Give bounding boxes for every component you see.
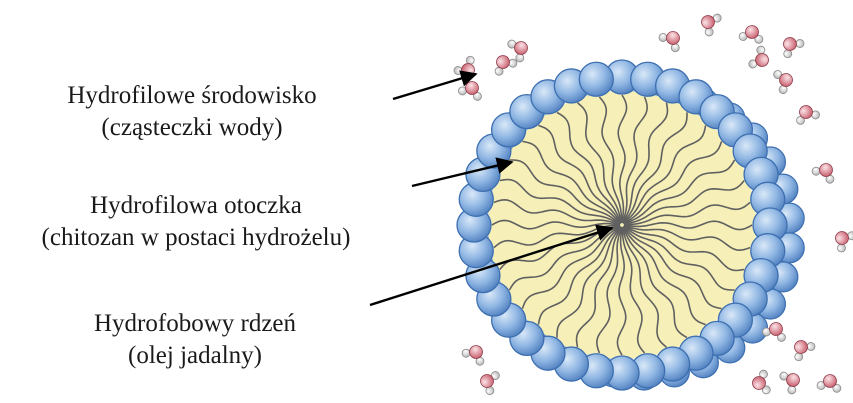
water-molecule: [457, 78, 485, 102]
water-molecule: [738, 24, 765, 44]
water-molecule: [461, 340, 490, 366]
hydrophilic-head: [579, 62, 613, 96]
micelle-core: [488, 91, 756, 359]
oxygen-atom: [781, 35, 799, 53]
water-molecule: [477, 368, 501, 396]
water-molecule: [778, 366, 804, 395]
water-molecule: [829, 225, 853, 254]
water-molecule: [793, 102, 821, 126]
water-molecule: [751, 369, 771, 396]
water-molecule: [657, 25, 686, 53]
water-molecule: [452, 55, 481, 83]
oxygen-atom: [792, 338, 810, 356]
water-molecule: [696, 8, 722, 37]
water-molecule: [788, 334, 817, 362]
arrow-environment: [393, 74, 476, 99]
oxygen-atom: [664, 29, 682, 47]
water-molecule: [777, 31, 806, 59]
water-molecule: [772, 67, 796, 95]
water-molecule: [506, 34, 532, 63]
water-molecule: [489, 50, 518, 76]
water-molecule: [747, 45, 773, 74]
oxygen-atom: [833, 229, 851, 247]
water-molecule: [816, 373, 843, 393]
water-molecule: [811, 158, 840, 184]
